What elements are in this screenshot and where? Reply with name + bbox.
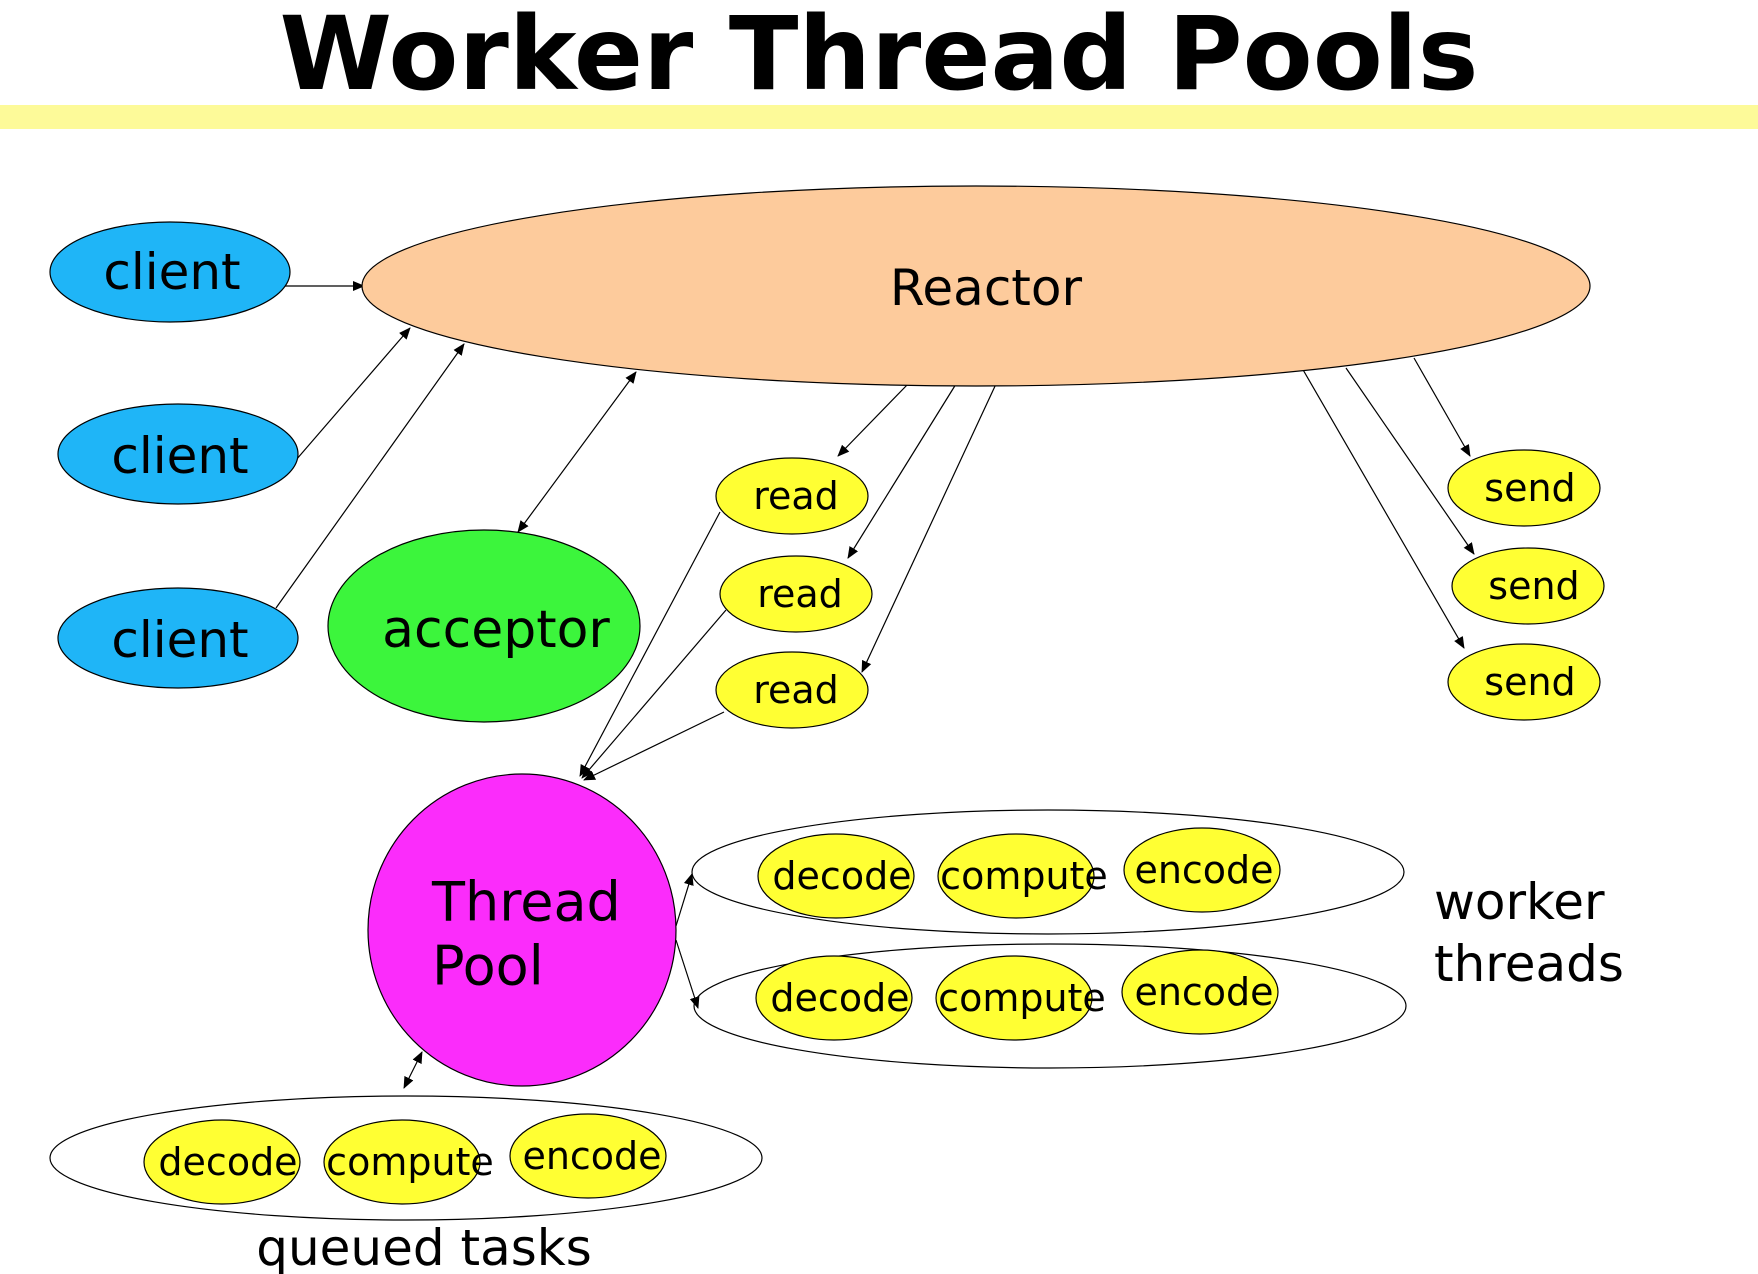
queued-tasks-label: queued tasks [256,1219,592,1274]
arrow-pool-worker1 [675,873,694,927]
worker-task-compute-1 [937,833,1095,919]
send-label-2: send [1488,564,1579,608]
worker-task-compute-label-1: compute [940,854,1108,898]
arrow-client2-reactor [295,327,411,461]
arrow-read1-pool [579,511,721,777]
thread-pool-node [367,773,677,1087]
client-label-3: client [111,611,248,669]
arrow-client3-reactor [275,343,465,609]
read-node-3 [715,651,869,729]
thread-pool-label-1: Thread [431,871,621,934]
send-node-2 [1451,547,1605,625]
send-label-1: send [1484,466,1575,510]
acceptor-label: acceptor [382,600,610,660]
client-label-1: client [103,243,240,301]
worker-threads-label-1: worker [1434,873,1605,931]
worker-task-compute-2 [935,955,1093,1041]
queued-task-decode-label: decode [158,1140,297,1184]
arrow-reactor-acceptor [517,371,637,533]
queued-task-decode [143,1119,301,1205]
read-label-2: read [757,572,843,616]
send-label-3: send [1484,660,1575,704]
worker-thread-group-1 [691,809,1405,935]
arrow-pool-queue [403,1051,423,1089]
arrow-read2-pool [581,609,727,779]
slide-title: Worker Thread Pools [279,0,1479,114]
reactor-label: Reactor [890,259,1083,317]
acceptor-node [327,529,641,723]
client-node-1 [49,221,291,323]
worker-thread-group-2 [693,943,1407,1069]
queued-task-encode-label: encode [522,1134,661,1178]
read-label-1: read [753,474,839,518]
worker-task-decode-1 [757,833,915,919]
worker-threads-label-2: threads [1434,935,1624,993]
arrow-reactor-send3 [1301,367,1465,649]
worker-task-encode-label-2: encode [1134,970,1273,1014]
read-node-1 [715,457,869,535]
client-node-3 [57,587,299,689]
arrow-pool-worker2 [675,939,700,1009]
send-node-1 [1447,449,1601,527]
thread-pool-label-2: Pool [432,935,544,998]
worker-task-encode-label-1: encode [1134,848,1273,892]
client-label-2: client [111,427,248,485]
worker-task-decode-label-1: decode [772,854,911,898]
client-node-2 [57,403,299,505]
send-node-3 [1447,643,1601,721]
connectors [272,281,1475,1089]
worker-task-encode-2 [1121,949,1279,1035]
arrow-reactor-read2 [847,383,957,559]
queued-task-compute [323,1119,481,1205]
worker-task-encode-1 [1123,827,1281,913]
worker-task-compute-label-2: compute [938,976,1106,1020]
arrow-reactor-read1 [837,383,909,457]
arrow-reactor-send1 [1413,357,1471,457]
read-node-2 [719,555,873,633]
worker-task-decode-2 [755,955,913,1041]
queued-tasks-group [49,1095,763,1221]
queued-task-encode [509,1113,667,1199]
read-label-3: read [753,668,839,712]
arrow-reactor-send2 [1345,367,1475,555]
queued-task-compute-label: compute [326,1140,494,1184]
worker-task-decode-label-2: decode [770,976,909,1020]
arrow-read3-pool [583,711,725,781]
reactor-node [361,185,1591,387]
title-underline-bar [0,105,1758,129]
arrow-reactor-read3 [861,383,997,673]
